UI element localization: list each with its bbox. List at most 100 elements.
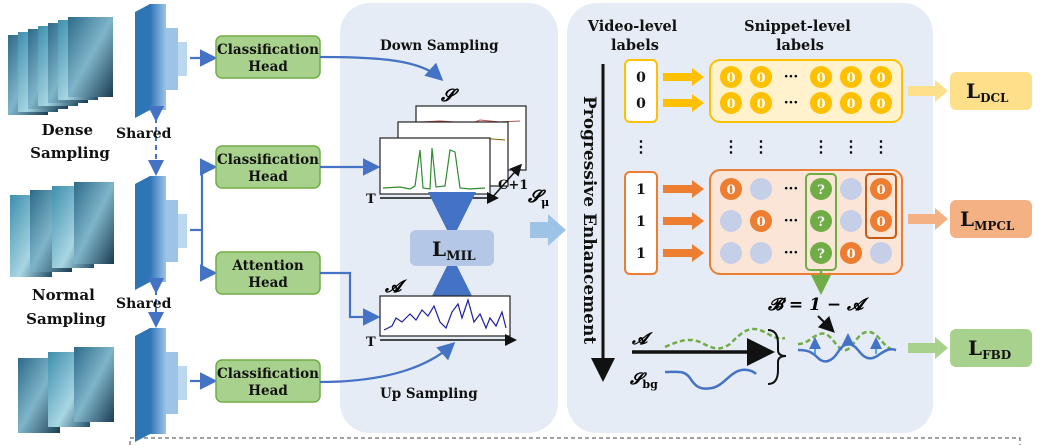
mpcl-out-arrow — [908, 208, 948, 230]
backbone-cnn-1 — [135, 4, 187, 118]
s-bg-curve — [664, 368, 757, 390]
mpcl-arrow-2 — [663, 244, 704, 262]
backbone-cnn-2 — [135, 176, 187, 290]
mpcl-ellipsis-0: ··· — [784, 181, 799, 197]
dcl-snippet-1-4: 0 — [870, 92, 892, 114]
svg-text:⋮: ⋮ — [813, 137, 829, 156]
svg-text:0: 0 — [846, 97, 855, 112]
mpcl-snippet-1-4: 0 — [870, 210, 892, 232]
svg-text:0: 0 — [816, 71, 825, 86]
svg-text:?: ? — [817, 183, 825, 198]
svg-text:?: ? — [817, 247, 825, 262]
score-c-label: C+1 — [498, 178, 528, 193]
mpcl-snippet-2-0 — [720, 242, 742, 264]
a-curve — [664, 327, 786, 350]
cnn2-to-class-head-arrow — [199, 158, 218, 230]
shared-label-bottom: Shared — [116, 296, 172, 312]
mpcl-ellipsis-2: ··· — [784, 245, 799, 261]
dense-sampling-label: Dense Sampling — [30, 121, 110, 162]
attn-head-to-a-arrow — [320, 271, 381, 326]
dcl-snippet-0-3: 0 — [840, 66, 862, 88]
svg-text:⋮: ⋮ — [633, 137, 649, 156]
loss-fbd-box: LFBD — [950, 329, 1032, 367]
svg-text:0: 0 — [876, 215, 885, 230]
down-sampling-label: Down Sampling — [380, 38, 499, 54]
snippet-level-header: Snippet-level labels — [744, 18, 856, 54]
mpcl-snippet-0-0: 0 — [720, 178, 742, 200]
mpcl-snippet-0-1 — [750, 178, 772, 200]
down-sampling-arrow — [319, 55, 444, 81]
svg-text:⋮: ⋮ — [723, 137, 739, 156]
class-score-stack — [379, 105, 527, 195]
dcl-snippet-1-3: 0 — [840, 92, 862, 114]
svg-text:0: 0 — [816, 97, 825, 112]
mpcl-last-column — [865, 173, 897, 239]
video-level-header: Video-level labels — [587, 18, 683, 54]
dcl-video-label-1: 0 — [636, 96, 646, 112]
mpcl-video-box — [624, 171, 658, 275]
dcl-arrow-1 — [663, 94, 704, 112]
shared-label-top: Shared — [116, 126, 172, 142]
mpcl-snippet-0-4: 0 — [870, 178, 892, 200]
backbone-cnn-3 — [135, 328, 187, 442]
svg-text:0: 0 — [876, 97, 885, 112]
vdots-row: ⋮ ⋮ ⋮ ⋮ ⋮ ⋮ — [633, 137, 889, 156]
svg-text:LFBD: LFBD — [968, 336, 1011, 362]
svg-text:0: 0 — [726, 71, 735, 86]
svg-text:⋮: ⋮ — [873, 137, 889, 156]
mpcl-snippet-1-2: ? — [810, 210, 832, 232]
mpcl-snippet-0-2: ? — [810, 178, 832, 200]
up-sampling-label: Up Sampling — [380, 386, 478, 402]
dashed-footer-box — [129, 437, 1021, 445]
sparse-frames-image — [18, 347, 114, 433]
svg-text:0: 0 — [876, 183, 885, 198]
loss-mpcl-box: LMPCL — [950, 200, 1032, 238]
svg-text:⋮: ⋮ — [753, 137, 769, 156]
fbd-curves — [797, 330, 897, 363]
dcl-snippet-0-2: 0 — [810, 66, 832, 88]
progressive-label: Progressive Enhancement — [579, 96, 599, 344]
svg-text:?: ? — [817, 215, 825, 230]
attention-curve-plot — [379, 295, 511, 337]
dcl-ellipsis-0: ··· — [784, 69, 799, 85]
svg-text:0: 0 — [756, 215, 765, 230]
mpcl-ellipsis-1: ··· — [784, 213, 799, 229]
svg-text:0: 0 — [846, 247, 855, 262]
score-t-label: T — [366, 192, 376, 207]
mpcl-video-label-2: 1 — [636, 246, 646, 262]
svg-text:0: 0 — [756, 71, 765, 86]
dcl-video-label-0: 0 — [636, 70, 646, 86]
normal-sampling-label: Normal Sampling — [26, 286, 106, 328]
up-sampling-arrow — [319, 342, 456, 384]
svg-text:0: 0 — [876, 71, 885, 86]
normal-frames-image — [10, 182, 114, 277]
svg-text:0: 0 — [756, 97, 765, 112]
mpcl-snippet-circles: 0? 0 ··· 0? 0 ···? 0 ··· — [720, 178, 892, 264]
mpcl-snippet-1-0 — [720, 210, 742, 232]
b-pointer-arrow — [817, 315, 835, 333]
cnn2-to-attn-head-arrow — [199, 230, 218, 282]
mpcl-arrow-0 — [663, 180, 704, 198]
svg-text:0: 0 — [726, 97, 735, 112]
dcl-video-box — [624, 59, 658, 123]
dcl-snippet-0-4: 0 — [870, 66, 892, 88]
fbd-out-arrow — [908, 337, 948, 359]
svg-text:LMPCL: LMPCL — [960, 207, 1015, 233]
svg-text:0: 0 — [846, 71, 855, 86]
loss-dcl-box: LDCL — [950, 72, 1032, 110]
mpcl-arrow-1 — [663, 212, 704, 230]
mpcl-snippet-2-3: 0 — [840, 242, 862, 264]
svg-text:⋮: ⋮ — [843, 137, 859, 156]
dcl-snippet-1-0: 0 — [720, 92, 742, 114]
mpcl-snippet-0-3 — [840, 178, 862, 200]
b-formula: 𝓑 = 1 − 𝓐 — [767, 295, 870, 315]
